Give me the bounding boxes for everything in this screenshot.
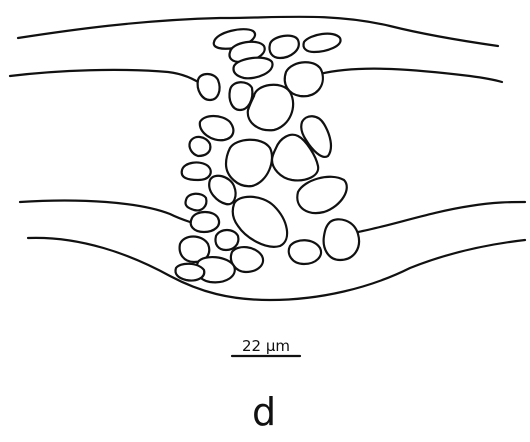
cell <box>297 177 346 213</box>
cell <box>303 34 340 52</box>
cell <box>215 230 238 250</box>
panel-label: d <box>252 390 276 434</box>
cell-cluster <box>175 29 359 282</box>
scale-bar-label: 22 µm <box>242 337 290 355</box>
cell <box>198 74 220 100</box>
cell <box>175 264 204 281</box>
cell <box>269 36 298 58</box>
cell <box>324 219 359 260</box>
cell <box>200 116 234 140</box>
cell <box>226 140 272 186</box>
cell <box>289 240 321 264</box>
cell <box>233 58 272 79</box>
cell <box>189 137 210 156</box>
scale-bar: 22 µm <box>232 337 300 356</box>
cell <box>191 212 219 232</box>
cell <box>182 163 211 180</box>
cell <box>209 176 235 205</box>
cell <box>233 197 287 247</box>
cell <box>185 194 206 211</box>
cell <box>248 85 293 131</box>
